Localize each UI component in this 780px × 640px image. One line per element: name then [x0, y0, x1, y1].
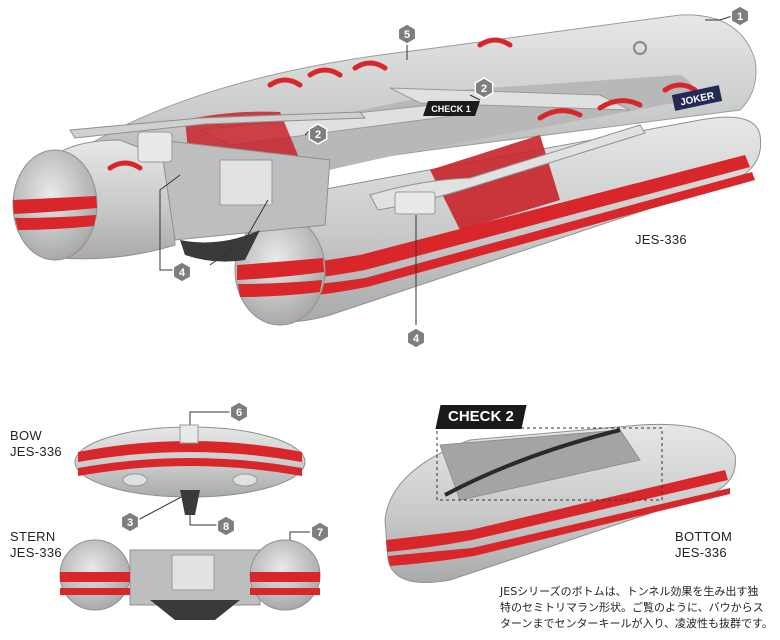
model-label-main: JES-336: [635, 232, 687, 247]
callout-badge-4: 4: [406, 327, 426, 349]
callout-badge-6: 6: [229, 401, 249, 423]
svg-text:2: 2: [315, 129, 321, 141]
callout-badge-7: 7: [310, 521, 330, 543]
near-tube-stripe: [243, 155, 750, 284]
keel: [180, 230, 260, 262]
callout-badge-8: 8: [216, 515, 236, 537]
svg-text:8: 8: [223, 521, 229, 533]
stern-view: [59, 539, 321, 620]
bottom-view: [384, 423, 736, 583]
svg-text:7: 7: [317, 527, 323, 539]
callout-badge-2: 2: [474, 77, 494, 99]
transom-plate: [219, 159, 273, 206]
hull-logo: JOKER: [671, 85, 723, 111]
callout-badge-5: 5: [397, 23, 417, 45]
check1-tag: CHECK 1: [423, 101, 480, 116]
near-tube-red-bow: [430, 135, 560, 230]
callout-badge-4: 4: [172, 261, 192, 283]
svg-text:CHECK 1: CHECK 1: [431, 104, 471, 114]
svg-text:4: 4: [413, 333, 420, 345]
check2-box: [436, 427, 663, 501]
svg-text:3: 3: [127, 517, 133, 529]
svg-text:6: 6: [236, 407, 242, 419]
check2-tag: CHECK 2: [435, 405, 527, 429]
tube-handles: [107, 37, 698, 171]
callout-badge-2: 2: [308, 123, 328, 145]
svg-text:1: 1: [737, 11, 743, 23]
oar-far: [69, 111, 367, 139]
description: JESシリーズのボトムは、トンネル効果を生み出す独 特のセミトリマラン形状。ご覧…: [500, 585, 773, 630]
callout-badge-1: 1: [730, 5, 750, 27]
main-boat: JOKER: [12, 14, 762, 326]
svg-text:2: 2: [481, 83, 487, 95]
callout-badge-3: 3: [120, 511, 140, 533]
svg-text:4: 4: [179, 267, 186, 279]
callout-badges: 1 2 2 4 4 5 6 3 8 7: [120, 5, 750, 543]
seat-bench-front: [389, 87, 631, 111]
bow-view: [74, 424, 306, 515]
svg-text:5: 5: [404, 29, 410, 41]
